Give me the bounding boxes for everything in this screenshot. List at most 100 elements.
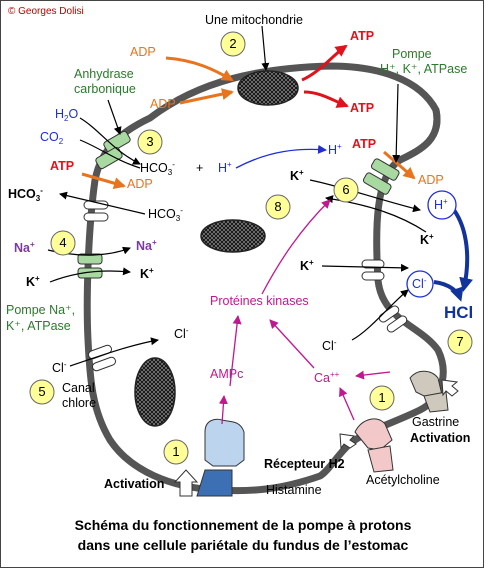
label-gastrine: Gastrine <box>412 415 459 429</box>
chloride-channel-right <box>378 305 408 333</box>
label-mitochondrie: Une mitochondrie <box>205 13 303 27</box>
label-h2o: H2O <box>55 107 78 123</box>
atp-arrow-pump <box>383 150 416 180</box>
arrow-acetyl-ca <box>339 387 355 421</box>
mitochondrion-bottom <box>134 357 176 427</box>
label-pompe-hk-2: H⁺, K⁺, ATPase <box>380 62 467 76</box>
label-anhydrase-2: carbonique <box>74 82 136 96</box>
svg-text:Cl-: Cl- <box>174 326 189 341</box>
label-adp-2: ADP <box>150 97 176 111</box>
label-canal-1: Canal <box>62 381 95 395</box>
label-adp-1: ADP <box>130 45 156 59</box>
activation-arrow-acetylcholine <box>339 433 357 450</box>
label-cl-inside-left: Cl- <box>174 326 189 341</box>
cl-ion-circle <box>406 270 434 298</box>
label-co2: CO2 <box>40 130 64 146</box>
svg-text:H+: H+ <box>434 197 448 212</box>
hco3-channel <box>83 200 109 222</box>
svg-text:HCO3-: HCO3- <box>8 186 43 203</box>
label-adp-3: ADP <box>418 173 444 187</box>
label-cl-lumen: Cl- <box>412 276 427 291</box>
svg-text:K+: K+ <box>300 258 314 273</box>
label-atp-4: ATP <box>50 159 74 173</box>
label-anhydrase-1: Anhydrase <box>74 67 134 81</box>
badge-2: 2 <box>229 36 236 51</box>
svg-text:H2O: H2O <box>55 107 78 123</box>
label-pompe-hk-1: Pompe <box>392 47 432 61</box>
pointer-mitochondrie <box>261 25 270 71</box>
mitochondrion-middle <box>200 219 266 253</box>
arrow-h2o-co2 <box>79 117 141 165</box>
label-activation-histamine: Activation <box>104 477 164 491</box>
h2-receptor <box>196 418 245 497</box>
svg-text:K+: K+ <box>140 266 154 281</box>
label-activation-gastrine: Activation <box>410 431 470 445</box>
label-ampc: AMPc <box>210 367 243 381</box>
atp-arrow-top <box>301 44 348 82</box>
svg-text:HCO3-: HCO3- <box>148 206 183 223</box>
arrow-pk-pump <box>261 199 331 295</box>
arrow-ca-pk <box>269 319 315 369</box>
svg-text:Cl-: Cl- <box>52 360 67 375</box>
arrow-cl-to-hcl <box>433 280 464 302</box>
arrow-co2-in <box>79 139 141 169</box>
mitochondrion-top <box>237 70 299 106</box>
label-h-pump: H+ <box>328 142 342 157</box>
label-na-in: Na+ <box>136 238 157 253</box>
label-k-lumen: K+ <box>420 232 434 247</box>
label-plus: + <box>196 161 203 175</box>
label-atp-2: ATP <box>350 101 374 115</box>
h-ion-circle <box>427 190 457 220</box>
label-adp-4: ADP <box>127 177 153 191</box>
cell-membrane <box>83 62 447 495</box>
h-k-atpase <box>362 158 400 195</box>
arrow-hco3-out <box>59 191 146 215</box>
badge-4: 4 <box>59 235 66 250</box>
svg-text:Cl-: Cl- <box>322 338 337 353</box>
badge-3: 3 <box>146 134 153 149</box>
arrow-cl-in <box>69 337 159 367</box>
svg-text:Cl-: Cl- <box>412 276 427 291</box>
badge-8: 8 <box>274 199 281 214</box>
label-pompe-nak-1: Pompe Na⁺, <box>6 303 75 317</box>
label-atp-1: ATP <box>350 29 374 43</box>
label-k-pump: K+ <box>290 168 304 183</box>
label-hcl: HCl <box>444 303 473 322</box>
gastrin-receptor <box>409 370 449 413</box>
svg-text:H+: H+ <box>218 160 232 175</box>
label-cl-right: Cl- <box>322 338 337 353</box>
arrow-k-out <box>321 263 409 272</box>
activation-arrow-histamine <box>173 469 199 497</box>
arrow-gastrine-ca <box>355 370 391 380</box>
label-hco3-outside: HCO3- <box>8 186 43 203</box>
label-h-inside: H+ <box>218 160 232 175</box>
badge-6: 6 <box>342 182 349 197</box>
arrow-cl-out <box>351 289 409 341</box>
label-histamine: Histamine <box>266 483 322 497</box>
arrow-h-transport <box>235 144 327 169</box>
activation-arrow-gastrine <box>441 379 459 397</box>
label-recepteur-h2: Récepteur H2 <box>264 457 345 471</box>
atp-arrow-anhydrase <box>81 172 126 190</box>
label-hco3-inside: HCO3- <box>140 160 175 177</box>
svg-text:K+: K+ <box>26 274 40 289</box>
label-pompe-nak-2: K⁺, ATPase <box>6 319 71 333</box>
svg-text:CO2: CO2 <box>40 130 64 146</box>
badge-1-histamine: 1 <box>172 444 179 459</box>
label-ca: Ca++ <box>314 370 340 385</box>
arrow-ampc-pk <box>229 315 242 387</box>
adp-arrow-top <box>165 56 234 82</box>
arrow-k-in <box>49 267 131 283</box>
svg-text:K+: K+ <box>290 168 304 183</box>
badge-1-gastrine: 1 <box>378 390 385 405</box>
arrow-h-to-hcl <box>452 208 473 292</box>
na-k-pump <box>77 253 103 279</box>
atp-arrow-middle <box>303 90 349 108</box>
label-hco3-mid: HCO3- <box>148 206 183 223</box>
label-atp-3: ATP <box>352 137 376 151</box>
number-badges <box>29 31 473 465</box>
adp-arrow-middle <box>179 88 234 105</box>
arrow-h-out <box>309 179 421 213</box>
